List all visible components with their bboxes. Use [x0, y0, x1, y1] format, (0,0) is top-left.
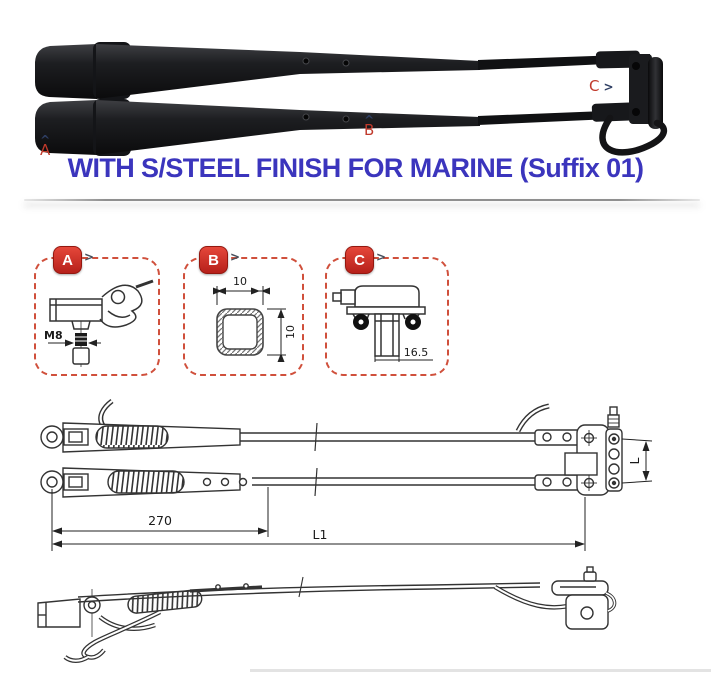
- detail-drawing-pivot-block: 16.5: [332, 285, 433, 362]
- label-letter-b: B: [364, 121, 375, 139]
- lower-arm-outline: [40, 467, 602, 498]
- caret-up-icon: ^: [40, 133, 51, 147]
- detail-drawing-tube-section: 10 10: [213, 275, 297, 362]
- tube-width-label: 10: [233, 275, 247, 288]
- dim-l-label: L: [627, 457, 642, 464]
- upper-wiper-arm: [35, 42, 650, 99]
- pivot-link-assembly: [599, 54, 668, 156]
- chevron-right-icon: >: [84, 250, 95, 264]
- lower-wiper-arm: [35, 99, 655, 156]
- photo-label-b: ^ B: [364, 114, 374, 138]
- washer-hose: [599, 114, 668, 156]
- page-shadow: [250, 669, 711, 672]
- pivot-bracket-outline: [564, 406, 623, 496]
- dimension-lines: [51, 438, 653, 551]
- photo-label-c: C >: [589, 79, 614, 94]
- dim-l1-label: L1: [313, 527, 328, 542]
- detail-drawing-arm-head: M8: [44, 279, 154, 367]
- label-letter-c: C: [589, 77, 600, 95]
- shaft-width-label: 16.5: [404, 346, 429, 359]
- photo-label-a: ^ A: [40, 134, 50, 158]
- product-photo: [35, 42, 668, 156]
- label-letter-a: A: [40, 141, 51, 159]
- side-arm-outline: [37, 576, 541, 663]
- side-arm-right-end: [493, 566, 617, 630]
- section-divider: [24, 199, 700, 201]
- thread-size-label: M8: [44, 329, 63, 342]
- tube-height-label: 10: [284, 325, 297, 339]
- chevron-right-icon: >: [376, 250, 387, 264]
- dimension-drawing-side-view: [37, 566, 711, 672]
- page-title: WITH S/STEEL FINISH FOR MARINE (Suffix 0…: [67, 153, 644, 183]
- callout-box-b: B > 10 10: [183, 246, 304, 376]
- chevron-right-icon: >: [230, 250, 241, 264]
- chevron-right-icon: >: [603, 79, 614, 94]
- callout-badge-c: C: [345, 246, 374, 274]
- callout-box-c: C > 16.5: [325, 246, 449, 376]
- dimension-drawing-top-view: 270 L1 L: [40, 399, 653, 551]
- callout-badge-b: B: [199, 246, 228, 274]
- dim-270-label: 270: [148, 513, 172, 528]
- upper-arm-outline: [40, 399, 602, 453]
- callout-badge-a: A: [53, 246, 82, 274]
- caret-up-icon: ^: [364, 113, 375, 127]
- callout-box-a: A > M: [34, 246, 160, 376]
